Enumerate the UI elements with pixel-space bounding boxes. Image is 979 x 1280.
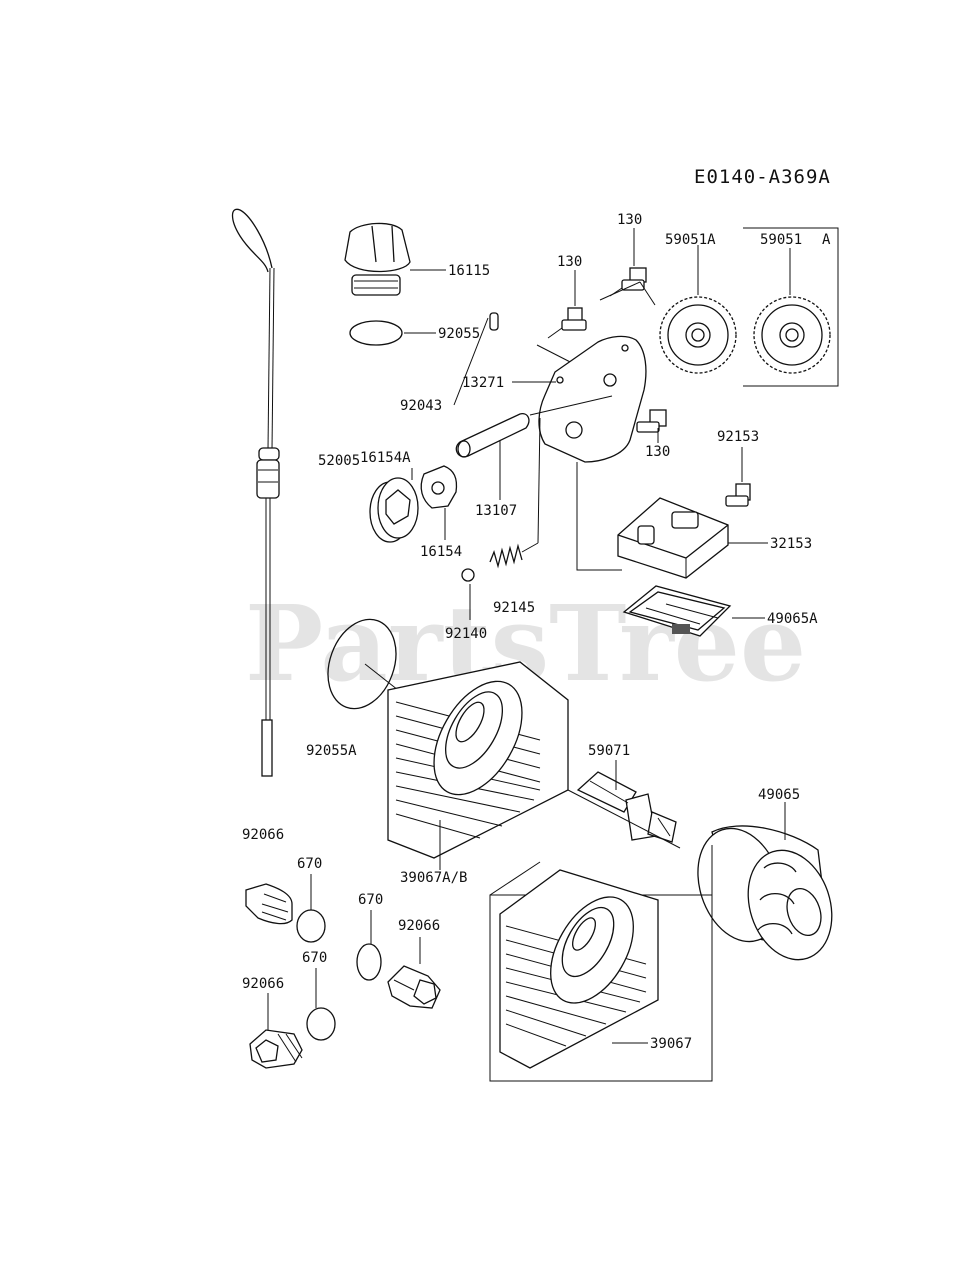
- label-39067: 39067: [650, 1036, 692, 1052]
- label-32153: 32153: [770, 536, 812, 552]
- diagram-code: E0140-A369A: [694, 166, 831, 188]
- nipple-59071[interactable]: [576, 771, 677, 843]
- oil-filler-cap[interactable]: [344, 222, 411, 296]
- strainer-49065a[interactable]: [622, 585, 732, 637]
- label-16154: 16154: [420, 544, 462, 560]
- pin-92043[interactable]: [489, 312, 499, 331]
- o-ring-92055[interactable]: [349, 320, 403, 346]
- dipstick[interactable]: [231, 208, 280, 777]
- label-670-a: 670: [297, 856, 322, 872]
- label-13271: 13271: [462, 375, 504, 391]
- label-59051a: 59051A: [665, 232, 716, 248]
- label-49065: 49065: [758, 787, 800, 803]
- label-92066-c: 92066: [242, 976, 284, 992]
- o-ring-670-a[interactable]: [296, 909, 326, 943]
- label-92055: 92055: [438, 326, 480, 342]
- label-92055a: 92055A: [306, 743, 357, 759]
- shaft-13107[interactable]: [455, 413, 530, 458]
- inner-rotor-16154[interactable]: [420, 465, 458, 509]
- oil-cooler-39067ab[interactable]: [387, 661, 569, 859]
- gear-59051[interactable]: [753, 296, 831, 374]
- label-59071: 59071: [588, 743, 630, 759]
- label-92043: 92043: [400, 398, 442, 414]
- label-59051-suffix: A: [822, 232, 831, 248]
- label-92140: 92140: [445, 626, 487, 642]
- bolt-130-a[interactable]: [547, 307, 587, 339]
- pump-cover-plate[interactable]: [538, 335, 647, 463]
- label-92066-b: 92066: [398, 918, 440, 934]
- o-ring-670-b[interactable]: [356, 943, 382, 981]
- gear-59051a[interactable]: [659, 296, 737, 374]
- label-92153: 92153: [717, 429, 759, 445]
- oil-filter-49065[interactable]: [684, 817, 845, 970]
- label-92145: 92145: [493, 600, 535, 616]
- label-39067ab: 39067A/B: [400, 870, 467, 886]
- bolt-130-c[interactable]: [636, 409, 667, 433]
- label-13107: 13107: [475, 503, 517, 519]
- ball-92140[interactable]: [461, 568, 475, 582]
- label-16115: 16115: [448, 263, 490, 279]
- label-130-a: 130: [557, 254, 582, 270]
- label-52005: 52005: [318, 453, 360, 469]
- bracket-32153[interactable]: [617, 497, 729, 579]
- o-ring-92055a[interactable]: [316, 610, 408, 718]
- oil-cooler-39067[interactable]: [499, 869, 659, 1069]
- label-670-b: 670: [358, 892, 383, 908]
- drain-plug-92066-c[interactable]: [249, 1029, 303, 1069]
- drain-plug-92066-b[interactable]: [387, 965, 441, 1009]
- o-ring-670-c[interactable]: [306, 1007, 336, 1041]
- outer-rotor-16154a[interactable]: [369, 477, 419, 543]
- bolt-92153[interactable]: [725, 483, 751, 507]
- label-49065a: 49065A: [767, 611, 818, 627]
- drain-plug-92066-a[interactable]: [245, 883, 293, 925]
- label-92066-a: 92066: [242, 827, 284, 843]
- label-130-c: 130: [645, 444, 670, 460]
- label-59051: 59051: [760, 232, 802, 248]
- label-130-b: 130: [617, 212, 642, 228]
- spring-92145[interactable]: [489, 417, 541, 569]
- bolt-130-b[interactable]: [609, 267, 647, 297]
- label-16154a: 16154A: [360, 450, 411, 466]
- label-670-c: 670: [302, 950, 327, 966]
